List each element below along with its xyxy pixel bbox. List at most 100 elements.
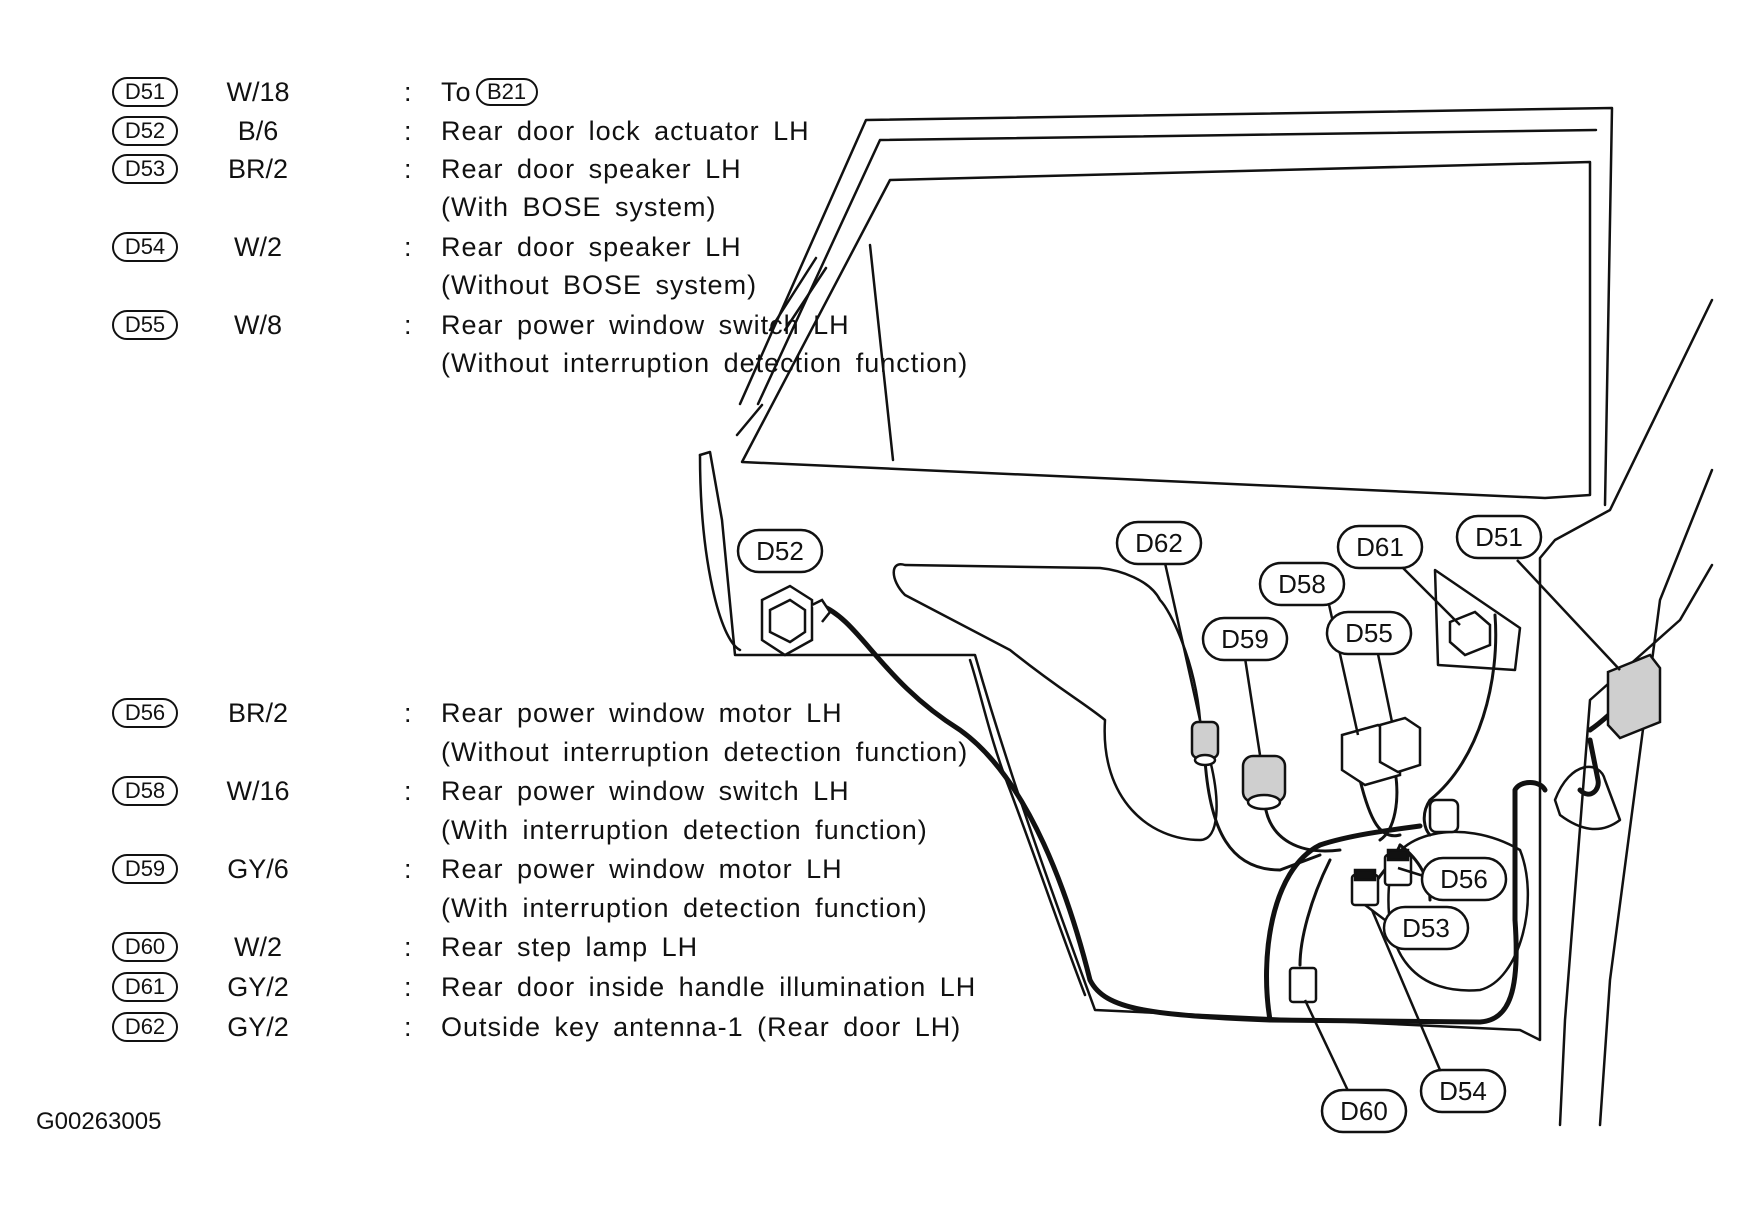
connector-reference-badge: B21 — [475, 78, 538, 106]
connector-d61-body — [1448, 610, 1492, 657]
leader-d55 — [1376, 653, 1394, 723]
leader-d53 — [1364, 904, 1386, 921]
door-rear-pillar — [1558, 563, 1714, 1127]
callout-d52 — [736, 528, 824, 574]
separator: : — [404, 854, 412, 884]
connector-description: Rear door lock actuator LH — [441, 116, 810, 146]
callout-d56 — [1420, 856, 1508, 902]
harness-branch-to-d51b — [1577, 737, 1601, 797]
handle-recess — [1433, 568, 1522, 672]
callout-label-d60: D60 — [1340, 1096, 1388, 1126]
connector-code-badge: D51 — [112, 77, 178, 107]
harness-branch-to-d58 — [1358, 778, 1402, 838]
harness-branch-to-d62 — [1203, 758, 1322, 872]
figure-code: G00263005 — [36, 1108, 162, 1135]
callout-d61 — [1336, 524, 1424, 570]
callout-d59 — [1201, 616, 1289, 662]
door-check — [1553, 765, 1622, 831]
door-body-inner-edge — [968, 658, 1087, 997]
wire-spec: W/2 — [233, 232, 282, 262]
connector-code-badge: D58 — [112, 776, 178, 806]
wire-spec: GY/2 — [227, 1012, 289, 1042]
callout-label-d52: D52 — [756, 536, 804, 566]
callout-d53 — [1382, 905, 1470, 951]
connector-code-badge: D53 — [112, 154, 178, 184]
connector-d60-body — [1288, 966, 1318, 1004]
connector-code-badge: D54 — [112, 232, 178, 262]
door-front-edge — [698, 453, 742, 652]
connector-description: Outside key antenna-1 (Rear door LH) — [441, 1012, 962, 1042]
connector-description: Rear door speaker LH — [441, 232, 742, 262]
separator: : — [404, 972, 412, 1002]
callout-d55 — [1325, 610, 1413, 656]
separator: : — [404, 1012, 412, 1042]
connector-code-badge: D59 — [112, 854, 178, 884]
leader-d54 — [1370, 909, 1442, 1071]
wire-spec: GY/6 — [227, 854, 289, 884]
connector-code-badge: D61 — [112, 972, 178, 1002]
connector-note: (Without BOSE system) — [441, 270, 758, 300]
connector-d55-body — [1378, 716, 1422, 774]
connector-note: (Without interruption detection function… — [441, 737, 969, 767]
callout-label-d53: D53 — [1402, 913, 1450, 943]
connector-description: Rear door speaker LH — [441, 154, 742, 184]
connector-note: (With BOSE system) — [441, 192, 717, 222]
connector-description: Rear power window switch LH — [441, 776, 850, 806]
glass-edge — [868, 243, 895, 462]
callout-label-d61: D61 — [1356, 532, 1404, 562]
leader-d61 — [1399, 564, 1461, 626]
callout-label-d59: D59 — [1221, 624, 1269, 654]
callout-label-d62: D62 — [1135, 528, 1183, 558]
frame-slash-1 — [768, 256, 818, 332]
wire-spec: BR/2 — [227, 698, 289, 728]
connector-code-badge: D55 — [112, 310, 178, 340]
wire-spec: BR/2 — [227, 154, 289, 184]
frame-slash-2 — [783, 266, 828, 332]
connector-d-lower-right — [1428, 798, 1460, 834]
separator: : — [404, 116, 412, 146]
connector-code-badge: D62 — [112, 1012, 178, 1042]
door-body-outline — [698, 298, 1714, 1042]
leader-d62 — [1163, 562, 1202, 721]
connector-description: Rear power window motor LH — [441, 698, 843, 728]
callout-d54 — [1419, 1068, 1507, 1114]
connector-d51-body — [1606, 653, 1662, 740]
door-trim-cutout — [892, 563, 1218, 842]
door-window-glass — [740, 160, 1592, 500]
connector-d59-body — [1241, 754, 1287, 811]
connector-description: Rear power window motor LH — [441, 854, 843, 884]
callout-label-d58: D58 — [1278, 569, 1326, 599]
connector-code-badge: D60 — [112, 932, 178, 962]
wire-spec: W/16 — [226, 776, 290, 806]
harness-branch-to-d60 — [1298, 858, 1332, 967]
connector-d56-body — [1383, 848, 1413, 887]
separator: : — [404, 932, 412, 962]
speaker-opening — [1387, 830, 1530, 992]
connector-note: (With interruption detection function) — [441, 815, 928, 845]
separator: : — [404, 310, 412, 340]
connector-code-badge: D52 — [112, 116, 178, 146]
connector-note: (With interruption detection function) — [441, 893, 928, 923]
wire-spec: B/6 — [237, 116, 279, 146]
harness-branch-to-d61 — [1422, 613, 1498, 837]
connector-d62-body — [1190, 720, 1220, 767]
door-window-frame-outer — [738, 106, 1614, 507]
door-window-frame-inner — [756, 128, 1598, 406]
wire-spec: GY/2 — [227, 972, 289, 1002]
wire-spec: W/2 — [233, 932, 282, 962]
connector-description: Rear step lamp LH — [441, 932, 699, 962]
callout-label-d54: D54 — [1439, 1076, 1487, 1106]
harness-main-trunk — [817, 602, 1548, 1025]
connector-note: (Without interruption detection function… — [441, 348, 969, 378]
door-rear-pillar-2 — [1598, 468, 1714, 1127]
separator: : — [404, 698, 412, 728]
separator: : — [404, 154, 412, 184]
connector-description: Rear door inside handle illumination LH — [441, 972, 977, 1002]
leader-d59 — [1243, 657, 1262, 756]
leader-d60 — [1303, 999, 1352, 1096]
frame-slash-3 — [735, 403, 764, 437]
callout-d51 — [1455, 514, 1543, 560]
connector-d53-body — [1350, 868, 1380, 907]
